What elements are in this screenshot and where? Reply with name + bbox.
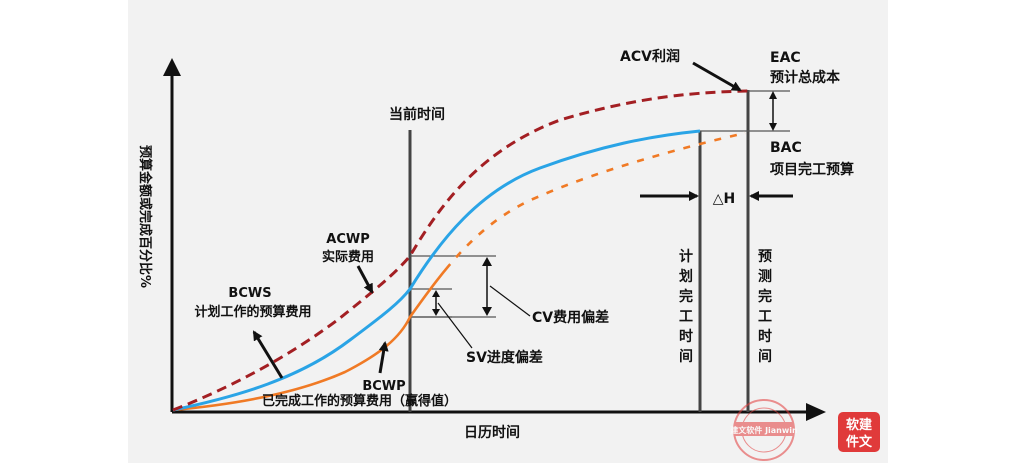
- cv-arrow-down-icon: [482, 307, 492, 316]
- eac-code-label: EAC: [770, 50, 801, 66]
- brand-badge-text-bottom: 件文: [846, 434, 873, 450]
- watermark-stamp-text: 建文软件 Jianwin: [729, 425, 798, 435]
- bcwp-name-label: 已完成工作的预算费用（赢得值）: [262, 393, 457, 409]
- bcwp-pointer: [378, 341, 389, 374]
- planned-finish-group-text: 计划完工时间: [679, 248, 693, 365]
- bac-arrow-down-icon: [769, 123, 777, 131]
- bac-name-label: 项目完工预算: [770, 161, 854, 178]
- bac-code-label: BAC: [770, 140, 802, 156]
- cv-label: CV费用偏差: [532, 309, 609, 326]
- bcws-code-label: BCWS: [228, 286, 271, 301]
- sv-leader: [437, 302, 473, 349]
- brand-badge-text-top: 软建: [846, 417, 872, 433]
- x-axis-arrow-icon: [806, 403, 826, 421]
- delta-h-label: △H: [713, 191, 735, 207]
- acv-label: ACV利润: [620, 48, 680, 65]
- watermark-stamp: 建文软件 Jianwin: [729, 399, 798, 461]
- bcwp-code-label: BCWP: [362, 379, 405, 394]
- sv-label: SV进度偏差: [466, 349, 543, 366]
- x-axis-label: 日历时间: [464, 424, 520, 441]
- planned-finish-label: 计划完工时间: [679, 248, 693, 365]
- forecast-finish-group-text: 预测完工时间: [758, 249, 772, 365]
- bcws-pointer: [252, 330, 284, 379]
- sv-arrow-down-icon: [432, 309, 440, 316]
- diagram-background: [128, 0, 888, 463]
- acwp-curve: [172, 89, 749, 412]
- acwp-name-label: 实际费用: [322, 249, 374, 265]
- bcwp-curve-dash-overlay: [172, 131, 746, 412]
- cv-arrow-up-icon: [482, 257, 492, 266]
- bcwp-curve: [172, 131, 746, 412]
- forecast-finish-label: 预测完工时间: [758, 249, 772, 365]
- brand-badge: 软建 件文: [838, 412, 880, 452]
- acv-pointer: [692, 61, 742, 92]
- acwp-pointer: [356, 265, 374, 294]
- bcws-name-label: 计划工作的预算费用: [194, 304, 311, 320]
- y-axis-label: 预算金额或完成百分比%: [137, 145, 153, 288]
- current-time-label: 当前时间: [389, 106, 445, 123]
- eac-name-label: 预计总成本: [770, 69, 841, 86]
- y-axis-arrow-icon: [163, 58, 181, 76]
- sv-arrow-up-icon: [432, 290, 440, 297]
- cv-leader: [489, 285, 531, 317]
- bcws-curve: [172, 129, 701, 412]
- acwp-code-label: ACWP: [326, 232, 369, 247]
- eac-arrow-up-icon: [769, 91, 777, 99]
